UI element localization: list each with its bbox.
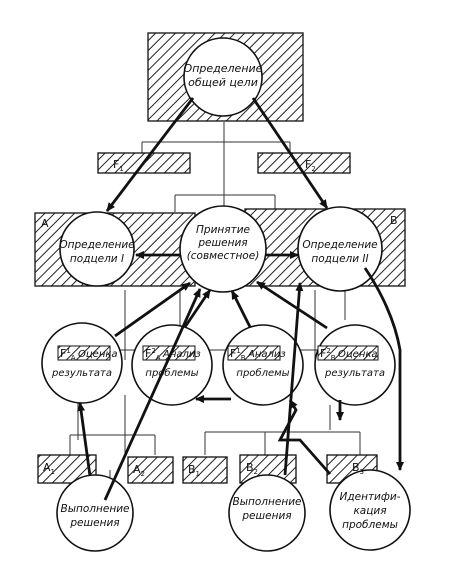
analysis-right-tag: Анализ [247, 349, 286, 360]
identify-label-1: Идентифи- [340, 491, 401, 503]
arrows [77, 97, 404, 501]
identify-circle [329, 469, 411, 551]
eval-right-label: результата [324, 368, 385, 379]
exec-right-label-1: Выполнение [233, 496, 302, 508]
b2-label: B2 [246, 461, 258, 476]
subgoal2-label-2: подцели II [311, 253, 368, 265]
subgoal1-label-1: Определение [59, 239, 134, 251]
eval-right-circle [314, 324, 396, 406]
subgoal2-circle [297, 206, 383, 292]
circles [41, 37, 411, 552]
identify-label-3: проблемы [342, 519, 398, 531]
decision-label-1: Принятие [196, 224, 250, 236]
eval-right-tag: Оценка [338, 349, 378, 360]
decision-label-3: (совместное) [187, 250, 260, 262]
f2-box [257, 152, 351, 174]
analysis-left-label: проблемы [145, 367, 198, 379]
analysis-right-label: проблемы [236, 367, 289, 379]
decision-label-2: решения [197, 237, 247, 249]
identify-label-2: кация [353, 505, 386, 517]
subgoal1-label-2: подцели I [70, 253, 124, 265]
goal-label-2: общей цели [188, 76, 258, 89]
b1-box [182, 456, 228, 484]
eval-left-circle [41, 322, 123, 404]
analysis-left-tag: Анализ [162, 349, 201, 360]
exec-right-circle [228, 474, 306, 552]
b1-label: B1 [188, 463, 200, 478]
decision-circle [179, 205, 267, 293]
tags [57, 345, 379, 361]
eval-left-label: результата [51, 368, 112, 379]
b3-label: B3 [352, 461, 364, 476]
a1-label: A1 [43, 461, 55, 476]
a-label: A [41, 217, 49, 230]
f2-label: F2 [305, 158, 316, 173]
exec-left-label-2: решения [69, 517, 119, 529]
exec-left-circle [56, 474, 134, 552]
tag2-label: F2A [145, 347, 161, 362]
a2-box [127, 456, 174, 484]
analysis-right-circle [222, 324, 304, 406]
tag3-label: F1B [230, 347, 246, 362]
exec-left-label-1: Выполнение [61, 503, 130, 515]
analysis-left-circle [131, 324, 213, 406]
eval-left-tag: Оценка [78, 349, 118, 360]
exec-right-label-2: решения [241, 510, 291, 522]
a2-label: A2 [133, 463, 145, 478]
tag4-label: F2B [320, 347, 336, 362]
tag1-label: F1A [60, 347, 76, 362]
goal-circle [183, 37, 263, 117]
subgoal2-label-1: Определение [302, 239, 377, 251]
f1-label: F1 [113, 158, 124, 173]
subgoal1-circle [59, 211, 135, 287]
goal-label-1: Определение [184, 62, 263, 75]
structure-lines [69, 122, 375, 490]
b-label: B [390, 214, 398, 227]
